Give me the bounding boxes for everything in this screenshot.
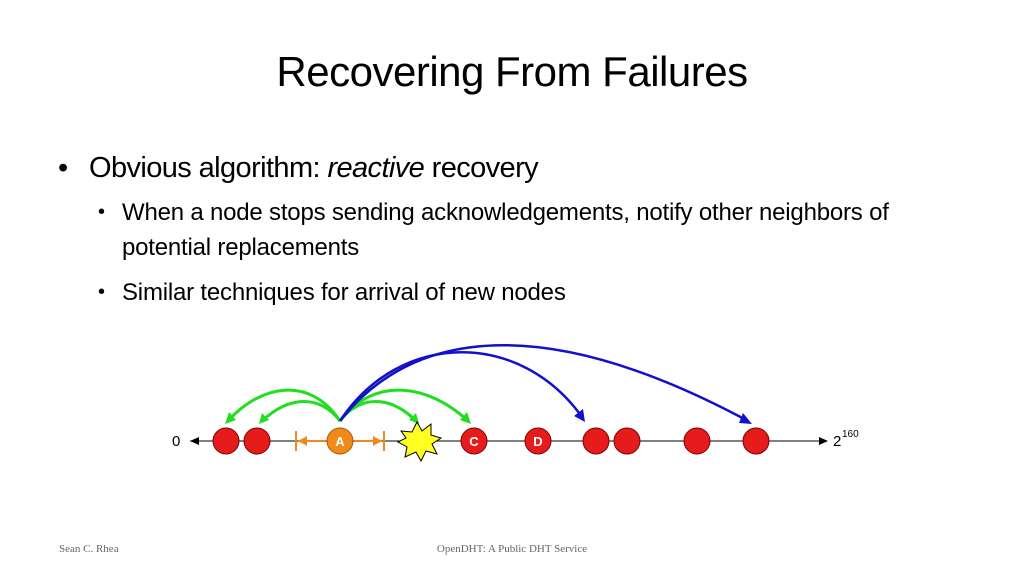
blue-arrowheads [574, 409, 752, 424]
bullet-obvious-algorithm: • Obvious algorithm: reactive recovery [58, 152, 958, 185]
failed-node-burst-icon [396, 420, 443, 463]
node [742, 427, 770, 455]
sub-bullet-notify: • When a node stops sending acknowledgem… [58, 195, 958, 265]
node-a-label: A [335, 434, 345, 449]
neighbor-range [295, 431, 385, 451]
node [613, 427, 641, 455]
sub-bullet-marker: • [98, 201, 105, 223]
node-c-label: C [469, 434, 479, 449]
green-arrowheads [225, 412, 471, 424]
node-a [326, 427, 354, 455]
green-arrow-to-node-1 [226, 388, 342, 422]
green-arrow-to-node-2 [260, 400, 342, 423]
right-arrowhead [819, 437, 828, 445]
left-arrowhead [190, 437, 199, 445]
node-c [460, 427, 488, 455]
slide-title: Recovering From Failures [276, 48, 748, 95]
right-label-exp: 160 [842, 429, 859, 440]
bullet-suffix: recovery [424, 152, 539, 184]
sub-bullet-text: When a node stops sending acknowledgemen… [122, 199, 889, 261]
bullet-marker: • [58, 152, 68, 184]
ring-diagram: 0 2 160 [172, 344, 859, 463]
footer-talk-title: OpenDHT: A Public DHT Service [436, 543, 588, 555]
blue-arrows [338, 344, 749, 423]
sub-bullet-marker: • [98, 281, 105, 303]
node [683, 427, 711, 455]
node-d [524, 427, 552, 455]
left-label: 0 [172, 433, 180, 450]
node-d-label: D [533, 434, 542, 449]
footer-author: Sean C. Rhea [59, 543, 119, 555]
bullet-list: • Obvious algorithm: reactive recovery • … [58, 152, 958, 310]
node [243, 427, 271, 455]
bullet-emphasis: reactive [327, 152, 425, 184]
sub-bullet-text: Similar techniques for arrival of new no… [122, 279, 566, 306]
sub-bullet-arrival: • Similar techniques for arrival of new … [58, 275, 958, 310]
node [212, 427, 240, 455]
ring-nodes [212, 427, 770, 455]
blue-arrow-to-farthest-node [339, 344, 749, 423]
node [582, 427, 610, 455]
right-label-base: 2 [833, 433, 841, 450]
blue-arrow-to-far-node [338, 351, 584, 422]
bullet-prefix: Obvious algorithm: [89, 152, 328, 184]
